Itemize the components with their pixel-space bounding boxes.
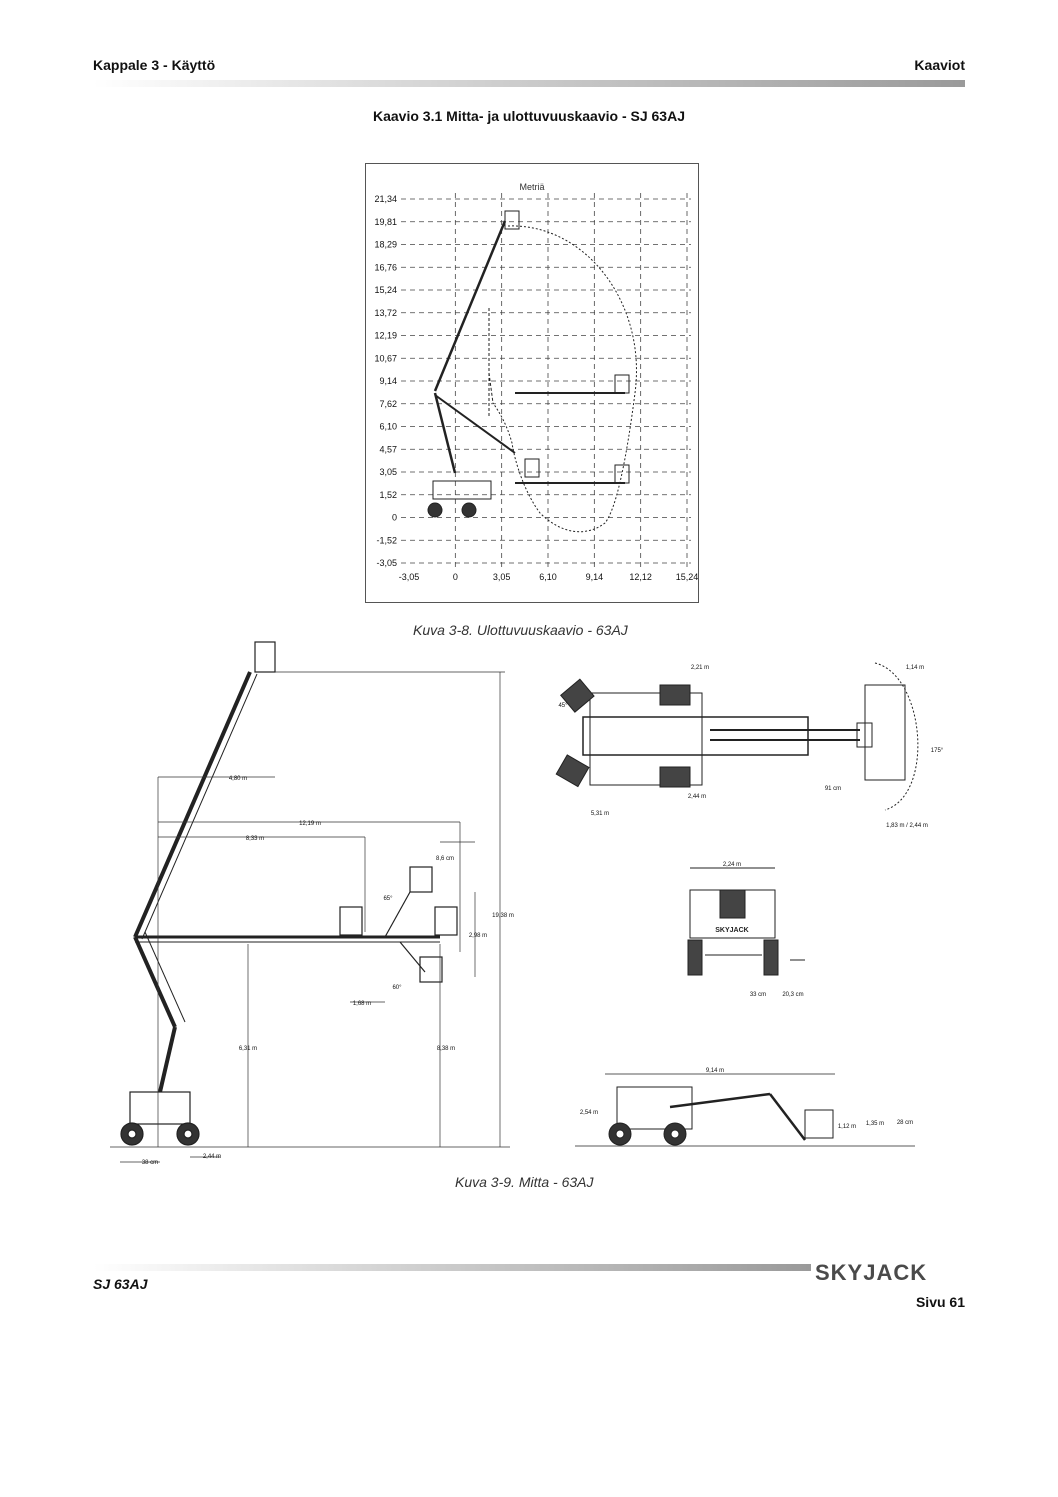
dim-label: 60° <box>392 985 402 991</box>
dim-label: 1,14 m <box>906 665 924 671</box>
y-tick-label: 1,52 <box>379 490 397 500</box>
x-tick-label: 15,24 <box>676 572 699 582</box>
stowed-view-drawing: 9,14 m 2,54 m 1,12 m 1,35 m 28 cm <box>575 1068 915 1147</box>
y-tick-label: 10,67 <box>374 353 397 363</box>
header-rule <box>93 80 965 87</box>
y-tick-label: 12,19 <box>374 331 397 341</box>
dim-label: 1,12 m <box>838 1124 856 1130</box>
page-number: Sivu 61 <box>915 1294 965 1310</box>
y-tick-label: 6,10 <box>379 422 397 432</box>
y-tick-label: 15,24 <box>374 285 397 295</box>
dim-label: 1,83 m / 2,44 m <box>886 823 928 829</box>
chapter-title: Kappale 3 - Käyttö <box>93 57 216 73</box>
dim-label: 2,44 m <box>203 1154 221 1160</box>
dim-label: 4,80 m <box>229 776 247 782</box>
y-tick-label: 3,05 <box>379 467 397 477</box>
y-tick-label: 16,76 <box>374 262 397 272</box>
dim-label: 2,44 m <box>688 794 706 800</box>
footer-rule <box>93 1264 811 1271</box>
y-tick-label: 21,34 <box>374 194 397 204</box>
y-tick-label: 19,81 <box>374 217 397 227</box>
dim-label: 8,33 m <box>246 836 264 842</box>
dim-label: 91 cm <box>825 786 841 792</box>
dim-label: 12,19 m <box>299 821 321 827</box>
unit-label: Metriä <box>519 182 544 192</box>
top-view-drawing: 2,21 m 1,14 m 45° 175° 91 cm 2,44 m 5,31… <box>555 662 944 829</box>
y-tick-label: -1,52 <box>376 535 397 545</box>
y-tick-label: 13,72 <box>374 308 397 318</box>
dim-label: 20,3 cm <box>782 992 803 998</box>
dim-label: 175° <box>931 748 944 754</box>
dim-label: 19,38 m <box>492 913 514 919</box>
rear-view-drawing: SKYJACK 2,24 m 33 cm 20,3 cm <box>687 862 805 998</box>
y-tick-label: 0 <box>392 513 397 523</box>
y-tick-label: -3,05 <box>376 558 397 568</box>
y-tick-label: 7,62 <box>379 399 397 409</box>
dim-label: 1,35 m <box>866 1121 884 1127</box>
side-view-drawing: 4,80 m 12,19 m 8,33 m 8,6 cm 65° 19,38 m… <box>110 641 514 1166</box>
dim-label: 6,31 m <box>239 1046 257 1052</box>
x-tick-label: 6,10 <box>539 572 557 582</box>
dim-label: 33 cm <box>750 992 766 998</box>
diagram-title: Kaavio 3.1 Mitta- ja ulottuvuuskaavio - … <box>373 108 685 124</box>
dim-label: 9,14 m <box>706 1068 724 1074</box>
y-tick-label: 9,14 <box>379 376 397 386</box>
dim-label: 1,68 m <box>353 1001 371 1007</box>
figure-caption-dimensions: Kuva 3-9. Mitta - 63AJ <box>455 1174 594 1190</box>
model-name: SJ 63AJ <box>93 1276 148 1292</box>
dim-label: 8,6 cm <box>436 856 454 862</box>
dim-label: 2,54 m <box>580 1110 598 1116</box>
figure-caption-reach: Kuva 3-8. Ulottuvuuskaavio - 63AJ <box>413 622 628 638</box>
dim-label: 8,38 m <box>437 1046 455 1052</box>
dim-label: 45° <box>558 703 568 709</box>
x-tick-label: 0 <box>453 572 458 582</box>
x-tick-label: 9,14 <box>586 572 604 582</box>
dim-label: 38 cm <box>142 1160 158 1166</box>
dim-label: 28 cm <box>897 1120 913 1126</box>
dim-label: 2,98 m <box>469 933 487 939</box>
dim-label: 2,21 m <box>691 665 709 671</box>
rear-badge: SKYJACK <box>715 927 748 934</box>
dim-label: 2,24 m <box>723 862 741 868</box>
y-tick-label: 4,57 <box>379 444 397 454</box>
logo-wordmark: SKYJACK <box>815 1260 927 1285</box>
skyjack-logo: SKYJACK <box>815 1260 927 1285</box>
x-tick-label: -3,05 <box>399 572 420 582</box>
x-tick-label: 3,05 <box>493 572 511 582</box>
dim-label: 65° <box>383 896 393 902</box>
section-title: Kaaviot <box>914 57 965 73</box>
dim-label: 5,31 m <box>591 811 609 817</box>
reach-chart: Metriä 21,34 19,81 18,29 16,76 15,24 13,72 12,… <box>365 163 699 603</box>
x-tick-label: 12,12 <box>629 572 652 582</box>
y-tick-label: 18,29 <box>374 240 397 250</box>
